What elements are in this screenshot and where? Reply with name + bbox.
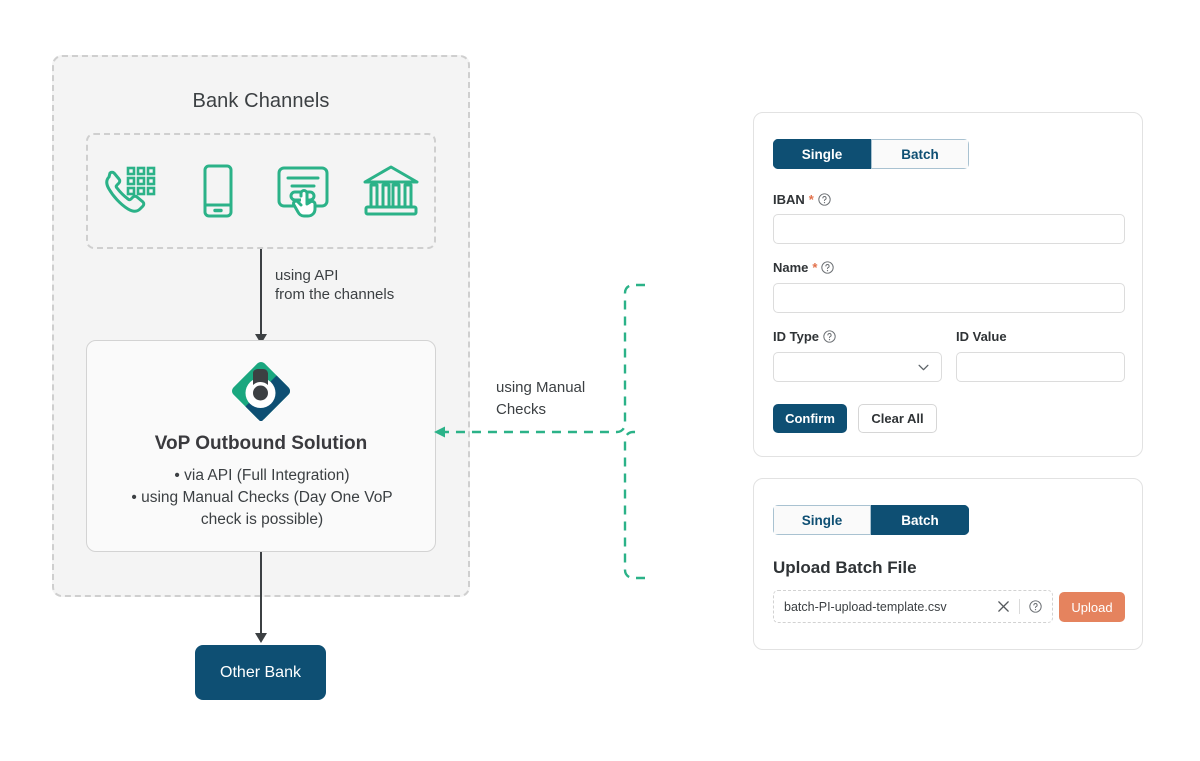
vop-bullet-item: • via API (Full Integration): [174, 467, 350, 484]
bank-branch-icon: [363, 165, 419, 216]
vop-title: VoP Outbound Solution: [154, 433, 368, 454]
single-check-card: Single Batch IBAN * Name * ID Type: [753, 112, 1143, 457]
tab-batch[interactable]: Batch: [871, 505, 969, 535]
channel-icons-group: [86, 133, 436, 249]
clear-all-button[interactable]: Clear All: [858, 404, 937, 433]
name-label-row: Name *: [773, 260, 835, 275]
diagram-root: Bank Channels: [52, 55, 645, 700]
other-bank-node: Other Bank: [195, 645, 326, 700]
help-icon[interactable]: [823, 330, 836, 343]
file-name: batch-PI-upload-template.csv: [784, 599, 947, 614]
tab-single[interactable]: Single: [773, 505, 871, 535]
required-indicator: *: [808, 192, 814, 207]
id-value-input[interactable]: [956, 352, 1125, 382]
single-batch-toggle[interactable]: Single Batch: [773, 139, 969, 169]
confirm-button[interactable]: Confirm: [773, 404, 847, 433]
help-icon[interactable]: [1029, 600, 1042, 613]
tab-batch[interactable]: Batch: [871, 139, 969, 169]
id-type-label-row: ID Type: [773, 329, 836, 344]
vop-bullet-item: check is possible): [200, 511, 324, 528]
iban-input[interactable]: [773, 214, 1125, 244]
online-form-click-icon: [277, 166, 329, 218]
vop-outbound-solution-box: VoP Outbound Solution • via API (Full In…: [86, 340, 436, 552]
help-icon[interactable]: [818, 193, 831, 206]
vop-logo: [231, 361, 291, 421]
tab-single[interactable]: Single: [773, 139, 871, 169]
arrow-vop-to-other-bank: [255, 552, 267, 643]
phone-keypad-icon: [105, 166, 156, 213]
chevron-down-icon: [918, 364, 929, 371]
vop-bullet-item: • using Manual Checks (Day One VoP: [131, 489, 393, 506]
iban-label-row: IBAN *: [773, 192, 831, 207]
id-value-label-row: ID Value: [956, 329, 1007, 344]
help-icon[interactable]: [821, 261, 835, 274]
api-flow-label: using API from the channels: [275, 267, 395, 303]
arrow-channels-to-vop: [255, 249, 267, 344]
id-value-label: ID Value: [956, 329, 1007, 344]
manual-checks-label: using Manual Checks: [496, 379, 586, 418]
name-input[interactable]: [773, 283, 1125, 313]
bank-channels-title: Bank Channels: [192, 90, 330, 112]
id-type-label: ID Type: [773, 329, 819, 344]
required-indicator: *: [812, 260, 818, 275]
close-icon[interactable]: [997, 600, 1010, 613]
upload-button[interactable]: Upload: [1059, 592, 1125, 622]
vop-bullet-list: • via API (Full Integration) • using Man…: [101, 465, 423, 531]
selected-file-chip: batch-PI-upload-template.csv: [773, 590, 1053, 623]
single-batch-toggle-batch[interactable]: Single Batch: [773, 505, 969, 535]
mobile-icon: [203, 164, 233, 218]
iban-label: IBAN: [773, 192, 805, 207]
chip-divider: [1019, 599, 1020, 614]
batch-upload-card: Single Batch Upload Batch File batch-PI-…: [753, 478, 1143, 650]
id-type-select[interactable]: [773, 352, 942, 382]
upload-batch-file-heading: Upload Batch File: [773, 558, 917, 577]
name-label: Name: [773, 260, 809, 275]
